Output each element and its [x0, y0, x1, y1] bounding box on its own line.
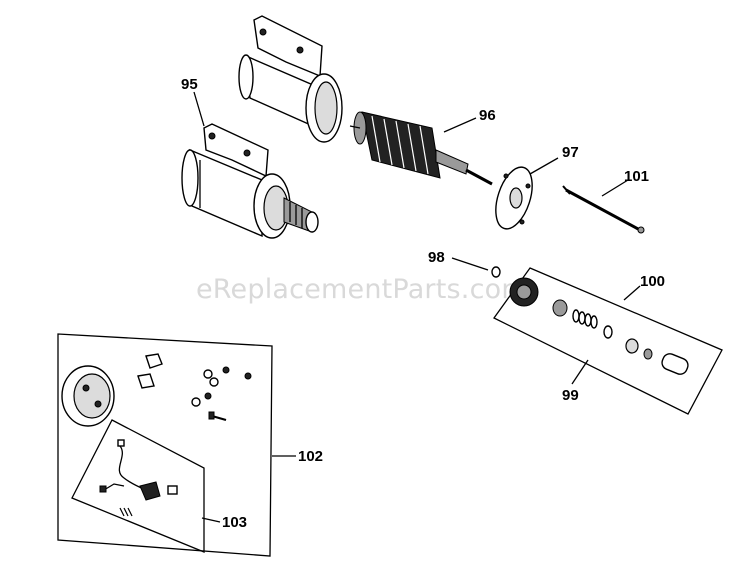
callout-101: 101 [624, 168, 649, 185]
callout-96: 96 [479, 107, 496, 124]
callout-99: 99 [562, 387, 579, 404]
callout-102: 102 [298, 448, 323, 465]
callout-103: 103 [222, 514, 247, 531]
part-98-ring[interactable] [491, 266, 501, 278]
callout-98: 98 [428, 249, 445, 266]
callout-97: 97 [562, 144, 579, 161]
leader-lines [193, 91, 641, 523]
part-103-brush-wire-kit[interactable] [71, 419, 205, 553]
callout-100: 100 [640, 273, 665, 290]
part-97-end-plate[interactable] [489, 163, 539, 234]
watermark-text: eReplacementParts.com [196, 274, 528, 305]
motor-housing-sleeve[interactable] [238, 15, 343, 143]
part-101-through-bolt[interactable] [562, 185, 645, 234]
part-96-armature[interactable] [349, 111, 493, 186]
part-95-starter-motor[interactable] [181, 123, 319, 239]
part-102-brush-kit[interactable] [57, 333, 273, 557]
callout-95: 95 [181, 76, 198, 93]
part-99-100-drive-kit[interactable] [493, 267, 723, 415]
